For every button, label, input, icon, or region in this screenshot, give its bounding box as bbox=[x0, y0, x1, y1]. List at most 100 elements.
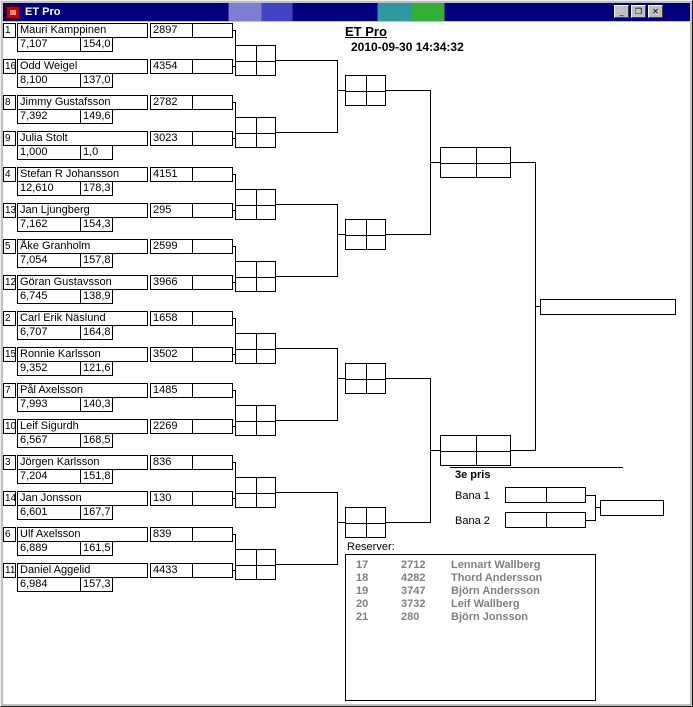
bracket-line bbox=[276, 60, 337, 61]
third-prize-lane2-boxes bbox=[505, 512, 586, 528]
reserve-name: Björn Andersson bbox=[451, 585, 540, 597]
car-number-box: 836 bbox=[150, 455, 193, 470]
reserves-label: Reserver: bbox=[347, 541, 395, 553]
player-speed-box: 1,0 bbox=[80, 145, 113, 160]
seed-number: 11 bbox=[3, 563, 16, 578]
bracket-line bbox=[233, 534, 236, 535]
player-speed-box: 149,6 bbox=[80, 109, 113, 124]
bracket-line bbox=[337, 204, 338, 277]
bracket-line bbox=[233, 354, 236, 355]
third-prize-result-box bbox=[600, 500, 664, 516]
round1-result-box bbox=[192, 455, 233, 470]
reserve-car: 2712 bbox=[401, 559, 426, 571]
bracket-line bbox=[233, 174, 236, 175]
bracket-line bbox=[233, 66, 236, 67]
player-speed-box: 164,8 bbox=[80, 325, 113, 340]
player-name-box: Julia Stolt bbox=[17, 131, 148, 146]
reserve-car: 3732 bbox=[401, 598, 426, 610]
round1-result-box bbox=[192, 383, 233, 398]
reserve-number: 19 bbox=[356, 585, 369, 597]
bracket-line bbox=[276, 564, 337, 565]
bracket-line bbox=[430, 450, 440, 451]
reserve-name: Lennart Wallberg bbox=[451, 559, 541, 571]
winner-box bbox=[540, 299, 676, 315]
third-prize-title: 3e pris bbox=[455, 469, 491, 481]
bracket-line bbox=[586, 520, 596, 521]
player-name-box: Jan Jonsson bbox=[17, 491, 148, 506]
bracket-line bbox=[233, 210, 236, 211]
report-title: ET Pro bbox=[345, 24, 387, 39]
third-prize-lane1-label: Bana 1 bbox=[455, 490, 490, 502]
app-icon bbox=[6, 5, 20, 19]
close-button[interactable]: ✕ bbox=[648, 5, 663, 18]
maximize-button[interactable]: ❐ bbox=[631, 5, 646, 18]
round1-result-box bbox=[192, 347, 233, 362]
reserve-name: Björn Jonsson bbox=[451, 611, 529, 623]
seed-number: 12 bbox=[3, 275, 16, 290]
car-number-box: 2599 bbox=[150, 239, 193, 254]
player-speed-box: 154,3 bbox=[80, 217, 113, 232]
seed-number: 16 bbox=[3, 59, 16, 74]
round1-result-box bbox=[192, 563, 233, 578]
third-prize-lane1-boxes bbox=[505, 487, 586, 503]
seed-number: 4 bbox=[3, 167, 16, 182]
seed-number: 13 bbox=[3, 203, 16, 218]
player-name-box: Carl Erik Näslund bbox=[17, 311, 148, 326]
round2-node bbox=[235, 261, 276, 292]
seed-number: 2 bbox=[3, 311, 16, 326]
reserve-car: 280 bbox=[401, 611, 420, 623]
player-et-box: 9,352 bbox=[17, 361, 81, 376]
bracket-line bbox=[233, 462, 236, 463]
player-speed-box: 167,7 bbox=[80, 505, 113, 520]
round1-result-box bbox=[192, 527, 233, 542]
round2-node bbox=[235, 477, 276, 508]
round2-node bbox=[235, 45, 276, 76]
seed-number: 5 bbox=[3, 239, 16, 254]
bracket-line bbox=[233, 390, 236, 391]
player-speed-box: 140,3 bbox=[80, 397, 113, 412]
player-et-box: 1,000 bbox=[17, 145, 81, 160]
window-controls: _ ❐ ✕ bbox=[614, 5, 663, 18]
minimize-button[interactable]: _ bbox=[614, 5, 629, 18]
bracket-line bbox=[233, 102, 236, 103]
round1-result-box bbox=[192, 311, 233, 326]
player-name-box: Jimmy Gustafsson bbox=[17, 95, 148, 110]
bracket-line bbox=[233, 138, 236, 139]
titlebar[interactable]: ET Pro _ ❐ ✕ bbox=[3, 3, 690, 21]
bracket-line bbox=[386, 522, 430, 523]
player-speed-box: 161,5 bbox=[80, 541, 113, 556]
car-number-box: 3966 bbox=[150, 275, 193, 290]
bracket-line bbox=[233, 246, 236, 247]
semifinal-node bbox=[345, 507, 386, 538]
seed-number: 14 bbox=[3, 491, 16, 506]
round1-result-box bbox=[192, 419, 233, 434]
player-speed-box: 154,0 bbox=[80, 37, 113, 52]
round2-node bbox=[235, 405, 276, 436]
player-speed-box: 137,0 bbox=[80, 73, 113, 88]
bracket-line bbox=[276, 420, 337, 421]
bracket-line bbox=[595, 507, 600, 508]
player-speed-box: 157,3 bbox=[80, 577, 113, 592]
seed-number: 9 bbox=[3, 131, 16, 146]
reserve-number: 21 bbox=[356, 611, 369, 623]
player-speed-box: 168,5 bbox=[80, 433, 113, 448]
bracket-line bbox=[337, 378, 345, 379]
round2-node bbox=[235, 189, 276, 220]
player-name-box: Mauri Kamppinen bbox=[17, 23, 148, 38]
seed-number: 3 bbox=[3, 455, 16, 470]
car-number-box: 4354 bbox=[150, 59, 193, 74]
bracket-line bbox=[511, 450, 535, 451]
round1-result-box bbox=[192, 59, 233, 74]
player-name-box: Ronnie Karlsson bbox=[17, 347, 148, 362]
car-number-box: 3502 bbox=[150, 347, 193, 362]
player-name-box: Jörgen Karlsson bbox=[17, 455, 148, 470]
bracket-line bbox=[233, 498, 236, 499]
player-speed-box: 151,8 bbox=[80, 469, 113, 484]
bracket-line bbox=[430, 162, 440, 163]
player-et-box: 7,107 bbox=[17, 37, 81, 52]
